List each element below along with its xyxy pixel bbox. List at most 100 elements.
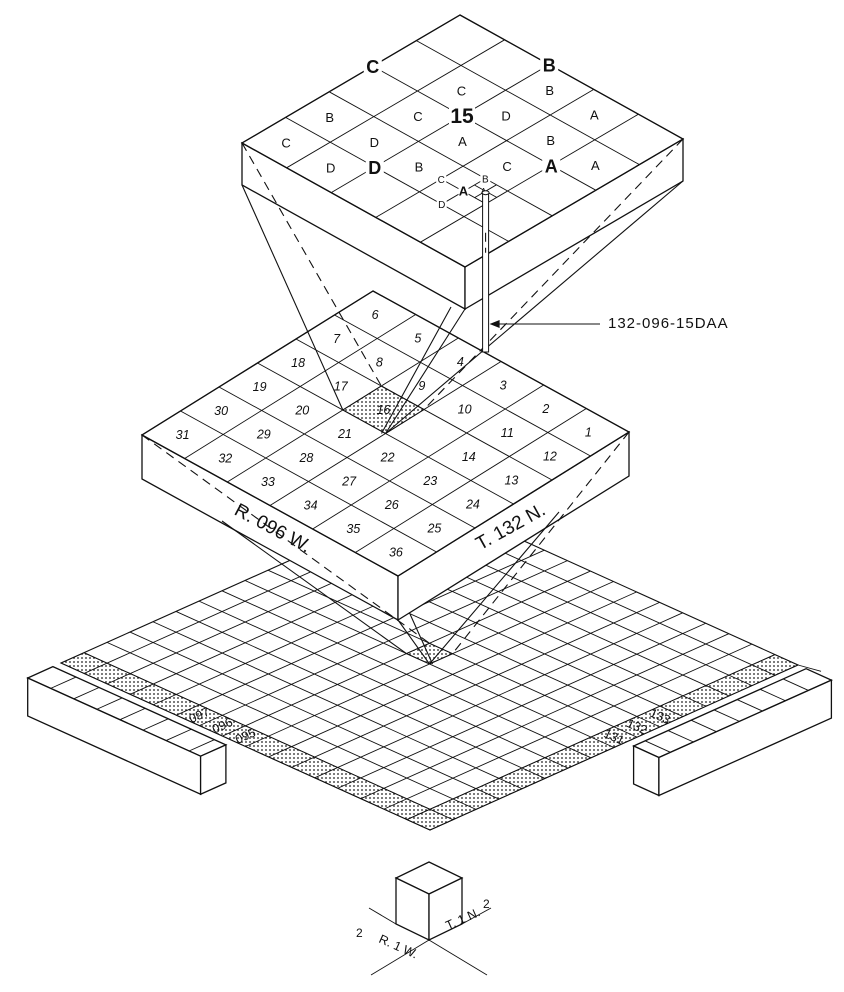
- base-grid-line: [175, 611, 546, 779]
- origin-number-right: 2: [483, 897, 490, 911]
- subdivision-label-bg: [436, 173, 447, 185]
- section-number: 34: [304, 498, 318, 512]
- quarter-label-bg: [542, 155, 561, 176]
- tract-cell-letter: C: [502, 159, 511, 174]
- township-slab-line: [782, 678, 809, 691]
- section-number: 35: [346, 522, 360, 536]
- section-number: 9: [418, 379, 425, 393]
- projection-line: [241, 184, 344, 411]
- tract-cell-letter: C: [457, 84, 466, 99]
- subdivision-label: C: [438, 175, 445, 186]
- tract-grid-line: [328, 91, 553, 217]
- section-number: 16: [376, 403, 390, 417]
- projection-line: [385, 180, 684, 434]
- section-number: 19: [253, 380, 267, 394]
- section-number: 11: [501, 426, 514, 440]
- section-number: 32: [218, 451, 232, 465]
- section-number: 36: [389, 545, 403, 559]
- subdivision-label: D: [438, 200, 445, 211]
- projection-lines: [141, 138, 684, 665]
- section-number: 28: [298, 451, 313, 465]
- tract-cell-letter: C: [413, 109, 422, 124]
- subdivision-label: A: [459, 183, 469, 198]
- tract-cell-letter: B: [545, 83, 554, 98]
- section-number: 25: [426, 521, 441, 535]
- range-slab-line: [50, 676, 77, 689]
- section-number: 3: [500, 378, 507, 392]
- section-15-label: 15: [450, 105, 474, 128]
- well-location-label: 132-096-15DAA: [608, 315, 729, 332]
- quarter-label: A: [545, 156, 558, 176]
- base-grid-line: [314, 612, 683, 779]
- well-top: [481, 190, 490, 196]
- township-slab-line: [667, 730, 694, 743]
- base-grid-line: [291, 601, 660, 768]
- tract-grid-line: [285, 117, 509, 242]
- tract-top-border: [240, 14, 685, 268]
- base-grid-border: [59, 497, 800, 831]
- section-number: 27: [341, 474, 357, 488]
- origin-axis-left: [370, 939, 430, 976]
- base-grid-line: [106, 641, 477, 810]
- projection-line: [423, 138, 684, 410]
- quarter-label: B: [543, 56, 556, 76]
- tract-cell-letter: D: [326, 160, 335, 175]
- base-grid-line: [337, 622, 706, 789]
- section-number: 24: [465, 497, 480, 511]
- base-grid-line: [83, 652, 454, 821]
- range-slab-line: [96, 697, 123, 710]
- section-number: 20: [294, 403, 309, 417]
- section-number: 1: [585, 425, 592, 439]
- township-slab-line: [690, 719, 717, 733]
- section-number: 29: [256, 427, 271, 441]
- origin-range-label: R. 1 W.: [377, 932, 420, 961]
- quarter-label: C: [366, 57, 379, 77]
- well-leader-arrow: [489, 320, 500, 328]
- subdivision-label-bg: [480, 172, 491, 185]
- projection-line: [452, 431, 630, 655]
- section-number: 31: [176, 428, 190, 442]
- section-number: 30: [214, 404, 228, 418]
- tract-grid-line: [420, 113, 639, 243]
- township-top-border: [140, 290, 631, 577]
- range-slab-end: [199, 743, 227, 796]
- projection-line: [429, 511, 560, 665]
- section-number: 17: [334, 379, 349, 393]
- section-number: 2: [541, 402, 549, 416]
- range-slab-line: [119, 707, 146, 721]
- section-number: 5: [414, 331, 421, 345]
- base-grid-line: [129, 631, 500, 800]
- quarter-label-bg: [365, 157, 384, 177]
- quarter-label-bg: [363, 56, 382, 77]
- quarter-label: D: [368, 158, 381, 178]
- well-marker: 132-096-15DAA: [481, 190, 729, 353]
- tract-cell-letter: B: [325, 110, 334, 125]
- subdivision-label: B: [482, 175, 489, 186]
- tract-cell-letter: B: [546, 133, 555, 148]
- section-number: 21: [337, 427, 352, 441]
- base-grid-line: [360, 633, 729, 800]
- origin-axis-tick: [461, 907, 492, 925]
- base-grid-line: [383, 643, 753, 810]
- tract-cell-letter: A: [590, 108, 599, 123]
- tract-cell-letter: A: [458, 134, 467, 149]
- base-grid-line: [406, 654, 776, 820]
- range-slab-line: [73, 687, 100, 700]
- section-number: 26: [384, 498, 399, 512]
- tract-grid-line: [375, 89, 595, 218]
- section-number: 33: [261, 475, 275, 489]
- quarter-label-bg: [449, 105, 475, 126]
- base-grid-line: [152, 621, 523, 790]
- section-number: 13: [504, 473, 518, 487]
- range-slab-line: [188, 739, 215, 752]
- township-slab-line: [759, 688, 786, 702]
- section-number: 8: [376, 355, 383, 369]
- range-slab-line: [165, 728, 192, 741]
- origin-axis-tick: [368, 907, 397, 925]
- subdivision-label-bg: [458, 185, 469, 198]
- section-number: 4: [457, 355, 464, 369]
- origin-number-left: 2: [356, 926, 363, 940]
- tract-cell-letter: B: [415, 160, 424, 175]
- township-slab-line: [644, 740, 671, 753]
- township-slab-line: [736, 699, 763, 712]
